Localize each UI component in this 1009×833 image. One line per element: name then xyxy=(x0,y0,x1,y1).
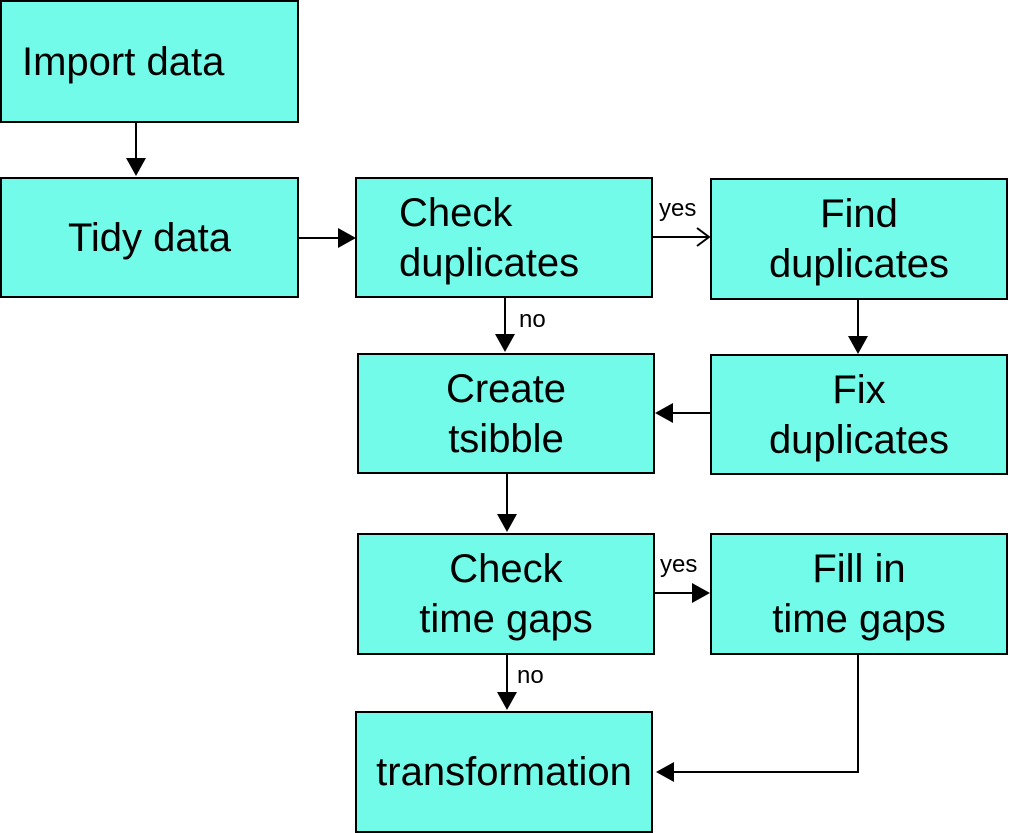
node-find-duplicates-line-1: Find xyxy=(820,192,898,236)
edge-label-duplicates-no: no xyxy=(519,306,546,333)
arrow-import-to-tidy xyxy=(126,122,146,176)
node-check-time-gaps-line-1: Check xyxy=(449,547,563,591)
node-fix-duplicates-line-1: Fix xyxy=(832,367,886,412)
arrow-tsibble-to-check-gaps xyxy=(497,474,517,532)
node-transformation-label: transformation xyxy=(376,750,632,794)
node-fill-in-time-gaps-line-2: time gaps xyxy=(772,597,946,641)
node-check-duplicates: Check duplicates xyxy=(355,177,653,298)
node-import-data-label: Import data xyxy=(22,39,225,84)
node-check-time-gaps-line-2: time gaps xyxy=(419,597,593,641)
node-fill-in-time-gaps-line-1: Fill in xyxy=(812,547,906,591)
arrow-tidy-to-check-duplicates xyxy=(298,228,356,248)
node-check-duplicates-line-2: duplicates xyxy=(399,240,580,285)
edge-label-duplicates-yes: yes xyxy=(659,195,697,222)
node-check-time-gaps: Check time gaps xyxy=(357,533,655,655)
node-fix-duplicates: Fix duplicates xyxy=(710,354,1008,475)
edge-label-time-gaps-no: no xyxy=(517,662,544,689)
arrow-check-to-create-tsibble xyxy=(495,297,515,352)
node-import-data: Import data xyxy=(0,0,299,123)
node-find-duplicates: Find duplicates xyxy=(710,178,1008,300)
arrow-check-gaps-to-fill xyxy=(655,583,710,603)
node-create-tsibble-line-2: tsibble xyxy=(448,416,564,461)
arrow-fill-to-transformation xyxy=(656,654,859,782)
node-find-duplicates-line-2: duplicates xyxy=(768,242,950,286)
node-check-duplicates-line-1: Check xyxy=(399,190,513,235)
node-create-tsibble-line-1: Create xyxy=(445,366,567,411)
node-tidy-data: Tidy data xyxy=(0,177,299,298)
node-tidy-data-label: Tidy data xyxy=(67,215,232,260)
arrow-fix-to-create-tsibble xyxy=(655,403,711,423)
arrow-find-to-fix-duplicates xyxy=(848,299,868,354)
edge-label-time-gaps-yes: yes xyxy=(660,551,698,578)
node-fix-duplicates-line-2: duplicates xyxy=(768,417,950,462)
arrow-check-to-find-duplicates xyxy=(652,227,711,247)
node-transformation: transformation xyxy=(355,711,653,833)
node-create-tsibble: Create tsibble xyxy=(357,353,655,474)
node-fill-in-time-gaps: Fill in time gaps xyxy=(710,533,1008,655)
arrow-check-gaps-to-transformation xyxy=(497,654,517,710)
